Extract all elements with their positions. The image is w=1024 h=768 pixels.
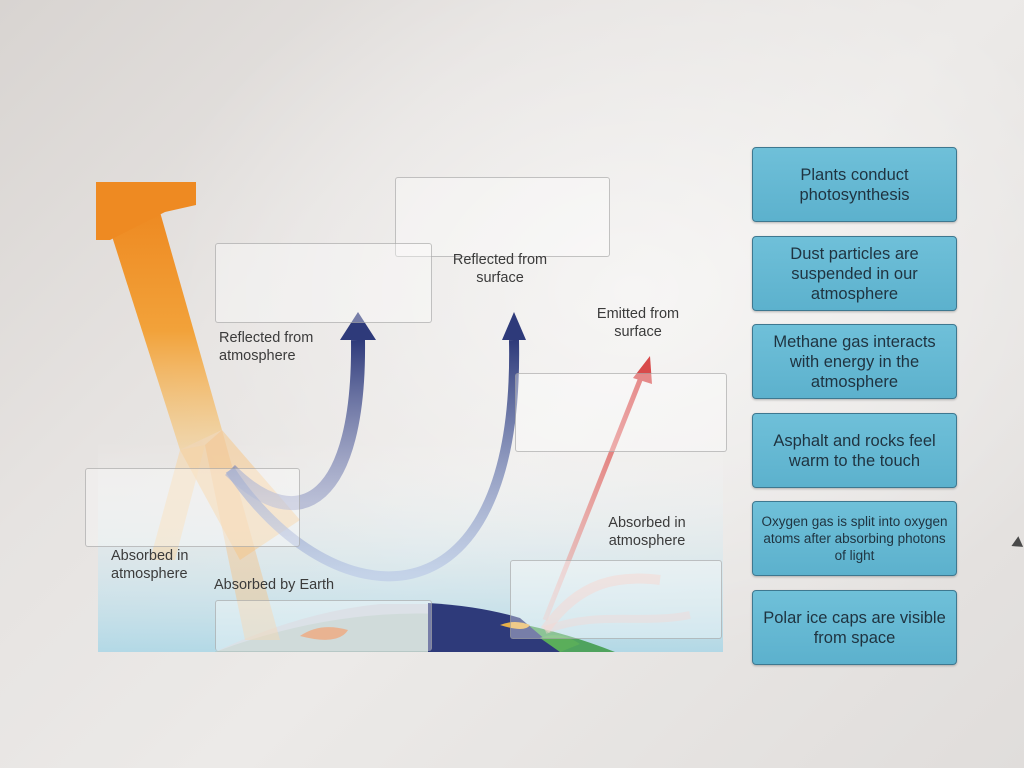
answer-card-text: Dust particles are suspended in our atmo… [790, 244, 919, 303]
reflected-atmosphere-arrow [225, 339, 366, 511]
answer-card-plants[interactable]: Plants conduct photosynthesis [752, 147, 957, 222]
label-absorbed-atmosphere-left: Absorbed in atmosphere [111, 548, 189, 582]
label-emitted-surface: Emitted from surface [596, 306, 680, 340]
label-reflected-atmosphere: Reflected from atmosphere [219, 330, 314, 364]
label-reflected-surface: Reflected from surface [452, 252, 548, 286]
answer-card-polar-ice[interactable]: Polar ice caps are visible from space [752, 590, 957, 665]
answer-card-asphalt[interactable]: Asphalt and rocks feel warm to the touch [752, 413, 957, 488]
sunlight-arrow [96, 182, 300, 640]
drop-zone-absorbed-earth[interactable] [215, 600, 432, 651]
answer-card-oxygen[interactable]: Oxygen gas is split into oxygen atoms af… [752, 501, 957, 576]
answer-card-text: Asphalt and rocks feel warm to the touch [773, 431, 936, 470]
label-absorbed-atmosphere-right: Absorbed in atmosphere [608, 515, 686, 549]
label-absorbed-by-earth: Absorbed by Earth [214, 577, 335, 593]
drop-zone-emitted-surface[interactable] [515, 373, 727, 452]
drop-zone-absorbed-atmosphere-right[interactable] [510, 560, 722, 639]
answer-card-text: Methane gas interacts with energy in the… [773, 332, 936, 391]
answer-card-text: Plants conduct photosynthesis [799, 165, 910, 204]
answer-card-methane[interactable]: Methane gas interacts with energy in the… [752, 324, 957, 399]
answer-card-dust[interactable]: Dust particles are suspended in our atmo… [752, 236, 957, 311]
reflected-surface-arrow [225, 339, 520, 582]
emitted-surface-arrow [542, 374, 645, 621]
drop-zone-absorbed-atmosphere-left[interactable] [85, 468, 300, 547]
answer-card-text: Polar ice caps are visible from space [763, 608, 946, 647]
earth-globe [215, 603, 615, 652]
drop-zone-reflected-atmosphere[interactable] [215, 243, 432, 323]
answer-card-text: Oxygen gas is split into oxygen atoms af… [761, 514, 948, 563]
